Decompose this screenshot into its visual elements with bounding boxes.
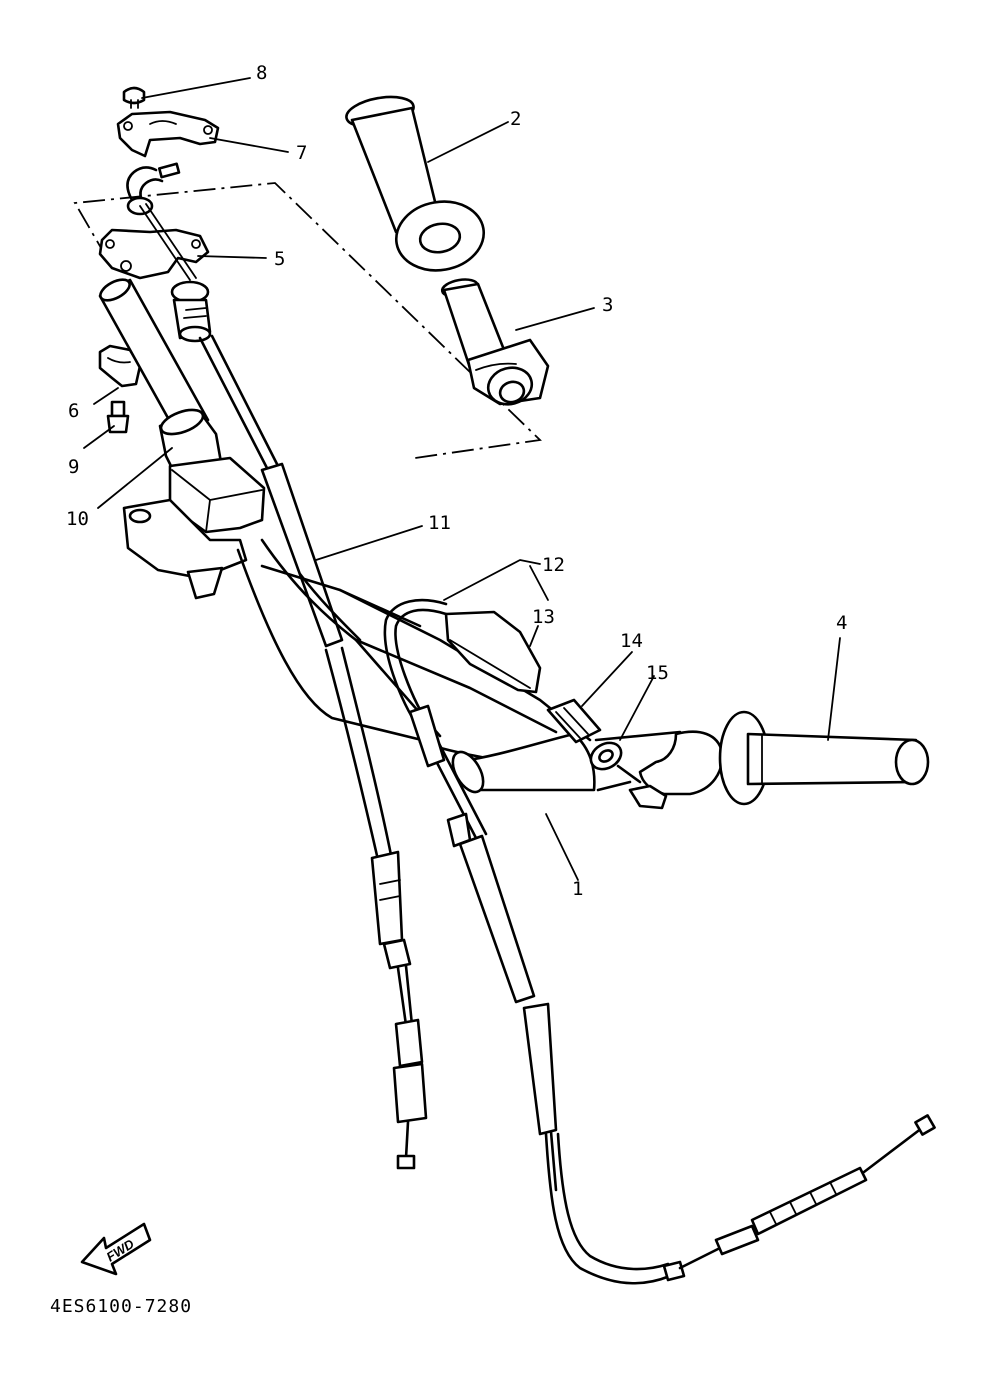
cable-elbow [126, 162, 181, 216]
callout-1: 1 [572, 878, 584, 900]
callout-6: 6 [68, 400, 80, 422]
callout-15: 15 [646, 662, 669, 684]
part-7-housing-cap [116, 110, 220, 158]
callout-9: 9 [68, 456, 80, 478]
part-12-clutch-cable-assembly [383, 598, 936, 1285]
part-4-grip [718, 710, 930, 806]
callout-14: 14 [620, 630, 643, 652]
callout-13: 13 [532, 606, 555, 628]
callout-12: 12 [542, 554, 565, 576]
part-6-housing-clamp [98, 344, 142, 388]
leader-lines [83, 77, 841, 881]
callout-5: 5 [274, 248, 286, 270]
part-15-locknut [589, 741, 668, 810]
callout-8: 8 [256, 62, 268, 84]
callout-11: 11 [428, 512, 451, 534]
part-3-throttle-tube [440, 278, 550, 406]
throttle-cable-adjuster [170, 280, 212, 343]
callout-4: 4 [836, 612, 848, 634]
throttle-group-bracket [73, 182, 542, 459]
handlebar-clamp [122, 456, 266, 600]
callout-2: 2 [510, 108, 522, 130]
part-5-throttle-housing [98, 203, 210, 281]
part-11-throttle-cable [198, 334, 428, 1170]
callout-10: 10 [66, 508, 89, 530]
part-9-bolt [106, 400, 130, 434]
part-14-adjuster [546, 698, 602, 744]
fwd-arrow-icon: FWD [80, 1222, 152, 1276]
part-8-screw [122, 86, 146, 109]
callout-7: 7 [296, 142, 308, 164]
drawing-code: 4ES6100-7280 [50, 1296, 193, 1317]
part-2-grip [345, 95, 486, 272]
callout-3: 3 [602, 294, 614, 316]
